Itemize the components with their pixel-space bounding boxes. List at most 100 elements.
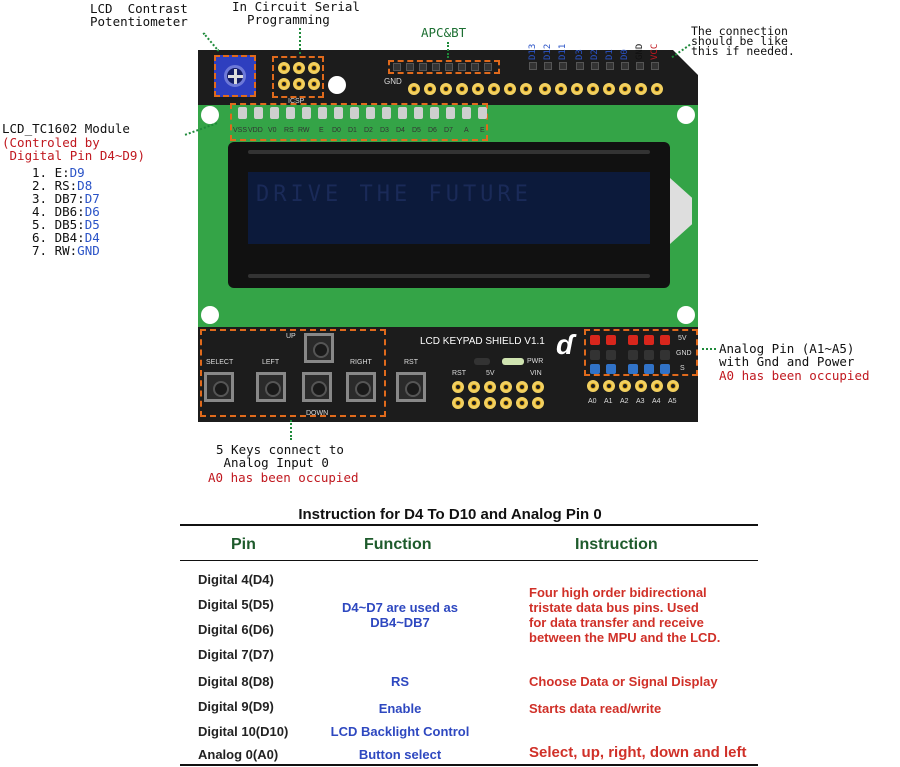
table-cell-pin: Digital 8(D8) bbox=[198, 674, 274, 689]
lcd-module-title: LCD_TC1602 Module bbox=[2, 121, 130, 136]
pcb-notch bbox=[673, 50, 698, 75]
lcd-bezel-bar bbox=[248, 274, 650, 278]
header-pin bbox=[471, 63, 479, 71]
header-pin bbox=[419, 63, 427, 71]
mount-hole bbox=[201, 106, 219, 124]
table-cell-function: D4~D7 are used as DB4~DB7 bbox=[342, 600, 458, 630]
pointer-arrow bbox=[299, 28, 301, 54]
table-cell-instruction: Choose Data or Signal Display bbox=[529, 674, 718, 689]
lcd-pin-label: D4 bbox=[396, 127, 405, 134]
lcd-pin-label: D1 bbox=[348, 127, 357, 134]
dfrobot-logo-icon: ɗ bbox=[556, 329, 574, 360]
mount-hole bbox=[328, 76, 346, 94]
analog-occupied-note: A0 has been occupied bbox=[719, 368, 870, 383]
header-pin bbox=[406, 63, 414, 71]
lcd-pin-label: D5 bbox=[412, 127, 421, 134]
lcd-pin-label: RS bbox=[284, 127, 294, 134]
left-key bbox=[256, 372, 286, 402]
header-pin bbox=[308, 62, 320, 74]
list-item: 5. DB5:D5 bbox=[32, 217, 100, 232]
top-pin-label: D11 bbox=[558, 43, 568, 60]
table-header-rule bbox=[180, 560, 758, 561]
contrast-potentiometer bbox=[214, 55, 256, 97]
pcb-top-section bbox=[198, 50, 698, 105]
table-cell-pin: Digital 5(D5) bbox=[198, 597, 274, 612]
header-pin bbox=[278, 78, 290, 90]
table-header-pin: Pin bbox=[231, 536, 256, 553]
analog-header: 5V GND S bbox=[584, 329, 698, 376]
table-title: Instruction for D4 To D10 and Analog Pin… bbox=[298, 506, 602, 523]
header-pin bbox=[432, 63, 440, 71]
analog-row-label: 5V bbox=[678, 335, 687, 342]
mount-hole bbox=[677, 306, 695, 324]
header-pin bbox=[445, 63, 453, 71]
apc-annotation: APC&BT bbox=[421, 25, 467, 40]
lcd-pin-label: D0 bbox=[332, 127, 341, 134]
analog-row-label: S bbox=[680, 365, 685, 372]
table-top-rule bbox=[180, 524, 758, 526]
lcd-pin-label: RW bbox=[298, 127, 310, 134]
table-cell-function: Enable bbox=[378, 701, 422, 716]
pointer-arrow bbox=[202, 32, 220, 52]
pot-annotation: LCD Contrast Potentiometer bbox=[90, 1, 188, 29]
table-cell-function: RS bbox=[390, 674, 410, 689]
lcd-pin-label: V0 bbox=[268, 127, 277, 134]
top-pin-label: D3 bbox=[575, 49, 585, 60]
table-bottom-rule bbox=[180, 764, 758, 766]
lcd-backlight-tab bbox=[670, 178, 692, 244]
table-cell-instruction: Select, up, right, down and left bbox=[529, 744, 747, 761]
analog-annotation: Analog Pin (A1~A5) with Gnd and Power bbox=[719, 341, 855, 369]
reset-key bbox=[396, 372, 426, 402]
analog-pin-label: A1 bbox=[604, 398, 613, 405]
pointer-arrow bbox=[447, 42, 449, 58]
header-pin bbox=[393, 63, 401, 71]
top-pin-label: D0 bbox=[620, 49, 630, 60]
table-header-function: Function bbox=[364, 536, 432, 553]
list-item: 2. RS:D8 bbox=[32, 178, 93, 193]
power-header-label: 5V bbox=[486, 370, 495, 377]
analog-pin-label: A0 bbox=[588, 398, 597, 405]
keys-occupied-note: A0 has been occupied bbox=[208, 470, 359, 485]
lcd-pin-label: D3 bbox=[380, 127, 389, 134]
right-key bbox=[346, 372, 376, 402]
table-cell-function: Button select bbox=[358, 747, 442, 762]
list-item: 3. DB7:D7 bbox=[32, 191, 100, 206]
lcd-pin-label: E bbox=[319, 127, 324, 134]
lcd-pin-label: D6 bbox=[428, 127, 437, 134]
pointer-arrow bbox=[702, 348, 716, 350]
analog-pin-label: A5 bbox=[668, 398, 677, 405]
list-item: 4. DB6:D6 bbox=[32, 204, 100, 219]
lcd-display: DRIVE THE FUTURE bbox=[228, 142, 670, 288]
analog-pin-label: A2 bbox=[620, 398, 629, 405]
pwr-label: PWR bbox=[527, 358, 544, 365]
potentiometer-knob-icon bbox=[224, 65, 246, 87]
header-pin bbox=[308, 78, 320, 90]
icsp-label: ICSP bbox=[288, 98, 305, 105]
icsp-header bbox=[272, 56, 324, 98]
apc-bt-header bbox=[388, 60, 500, 74]
led-indicator bbox=[474, 358, 490, 365]
lcd-pin-list: 1. E:D9 2. RS:D8 3. DB7:D7 4. DB6:D6 5. … bbox=[32, 166, 100, 257]
connection-annotation: The connection should be like this if ne… bbox=[691, 24, 795, 58]
lcd-pin-label: E bbox=[480, 127, 485, 134]
lcd-keypad-shield-board: ICSP GND bbox=[198, 50, 698, 422]
table-cell-pin: Digital 10(D10) bbox=[198, 724, 289, 739]
table-cell-function: LCD Backlight Control bbox=[330, 724, 470, 739]
keys-annotation: 5 Keys connect to Analog Input 0 bbox=[216, 442, 344, 470]
table-cell-pin: Digital 4(D4) bbox=[198, 572, 274, 587]
left-key-label: LEFT bbox=[262, 359, 280, 366]
lcd-pin-header: VSS VDD V0 RS RW E D0 D1 D2 D3 D4 D5 D6 … bbox=[230, 103, 488, 141]
up-key-label: UP bbox=[286, 333, 296, 340]
down-key bbox=[302, 372, 332, 402]
lcd-pin-label: VDD bbox=[248, 127, 263, 134]
shield-title: LCD KEYPAD SHIELD V1.1 bbox=[420, 336, 545, 347]
lcd-screen-text: DRIVE THE FUTURE bbox=[256, 182, 532, 207]
lcd-bezel-bar bbox=[248, 150, 650, 154]
table-cell-pin: Digital 9(D9) bbox=[198, 699, 274, 714]
right-key-label: RIGHT bbox=[350, 359, 372, 366]
lcd-pin-label: A bbox=[464, 127, 469, 134]
top-pin-label: GND bbox=[635, 43, 645, 60]
table-cell-instruction: Starts data read/write bbox=[529, 701, 662, 716]
table-cell-pin: Analog 0(A0) bbox=[198, 747, 279, 762]
lcd-pin-label: D2 bbox=[364, 127, 373, 134]
